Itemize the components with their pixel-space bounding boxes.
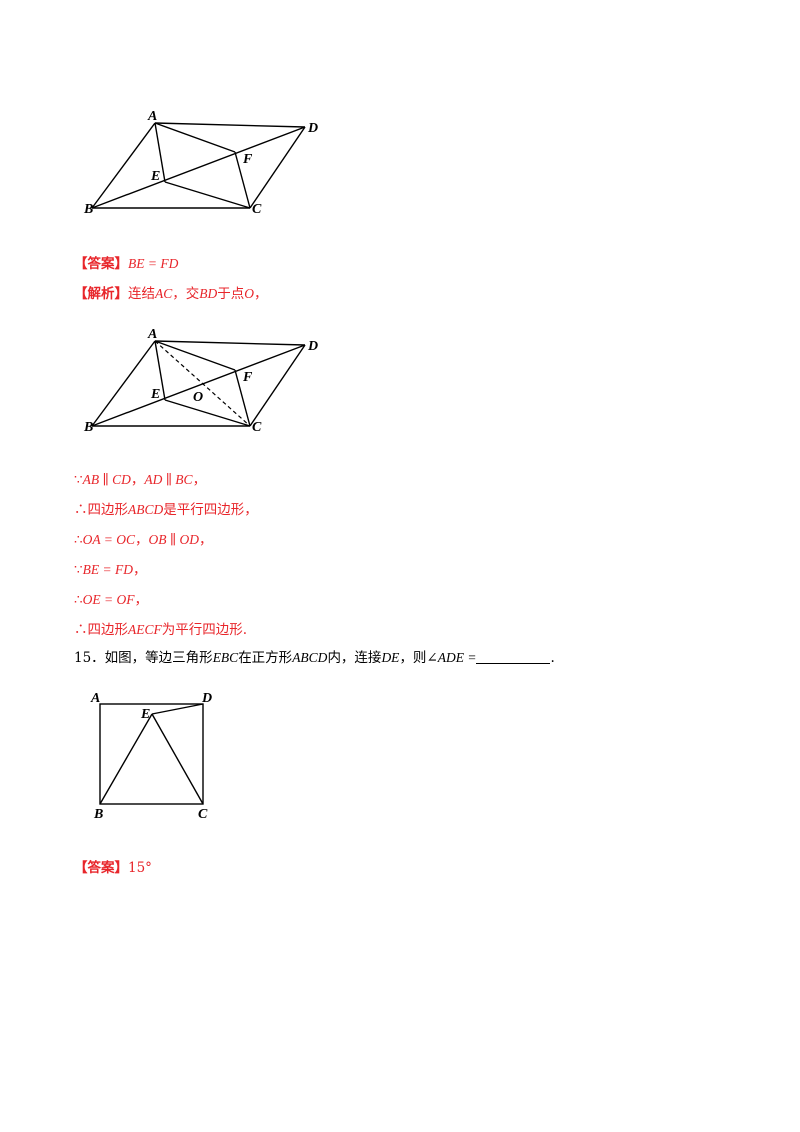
proof-step-4: ∵BE = FD， xyxy=(74,560,146,580)
answer-line-1: 【答案】BE = FD xyxy=(74,254,178,274)
answer-text: 15° xyxy=(128,860,152,876)
therefore-symbol: ∴ xyxy=(74,532,83,548)
answer-blank xyxy=(476,649,551,664)
figure-parallelogram-1: A D B C E F xyxy=(83,109,318,217)
therefore-symbol: ∴ xyxy=(74,622,88,638)
question-text: ，则 xyxy=(399,650,427,666)
answer-bracket: 【答案】 xyxy=(74,256,128,272)
label-d: D xyxy=(201,691,212,706)
label-b: B xyxy=(83,420,93,435)
label-e: E xyxy=(140,707,150,722)
label-o: O xyxy=(193,390,203,405)
label-b: B xyxy=(93,807,103,822)
step-text: 四边形 xyxy=(87,502,129,518)
proof-step-3: ∴OA = OC，OB ∥ OD， xyxy=(74,530,212,550)
label-e: E xyxy=(150,387,160,402)
step-text: ， xyxy=(198,532,213,548)
question-math: EBC xyxy=(212,650,239,665)
label-a: A xyxy=(90,691,100,706)
label-c: C xyxy=(252,420,262,435)
step-text: ， xyxy=(134,592,148,608)
question-text: 15．如图，等边三角形 xyxy=(74,650,213,666)
analysis-text: ，交 xyxy=(172,286,200,302)
step-math: ABCD xyxy=(128,502,164,517)
figure-parallelogram-2: A D B C E F O xyxy=(83,327,318,435)
analysis-line: 【解析】连结AC，交BD于点O， xyxy=(74,284,268,304)
label-e: E xyxy=(150,169,160,184)
step-text: 四边形 xyxy=(87,622,129,638)
label-c: C xyxy=(252,202,262,217)
analysis-text: 连结 xyxy=(128,286,155,302)
label-b: B xyxy=(83,202,93,217)
label-d: D xyxy=(307,339,318,354)
question-math: ∠ADE = xyxy=(426,650,477,665)
step-math: AD ∥ BC xyxy=(144,472,193,487)
label-a: A xyxy=(147,109,157,124)
step-math: OB ∥ OD xyxy=(148,532,199,547)
step-math: BE = FD xyxy=(82,562,133,577)
step-math: OE = OF xyxy=(82,592,135,607)
question-text: 内，连接 xyxy=(327,650,382,666)
label-c: C xyxy=(198,807,208,822)
step-text: ， xyxy=(130,472,145,488)
question-text: 在正方形 xyxy=(238,650,293,666)
proof-step-2: ∴四边形ABCD是平行四边形， xyxy=(74,500,258,520)
figure-square-triangle: A D E B C xyxy=(90,691,212,822)
analysis-math: O xyxy=(244,286,255,301)
step-math: AB ∥ CD xyxy=(82,472,131,487)
label-d: D xyxy=(307,121,318,136)
analysis-text: ， xyxy=(254,286,268,302)
step-text: 是平行四边形， xyxy=(163,502,258,518)
question-15: 15．如图，等边三角形EBC在正方形ABCD内，连接DE，则∠ADE =. xyxy=(74,648,555,668)
question-math: ABCD xyxy=(292,650,328,665)
step-text: 为平行四边形. xyxy=(161,622,248,638)
answer-line-2: 【答案】15° xyxy=(74,858,152,878)
proof-step-6: ∴四边形AECF为平行四边形. xyxy=(74,620,247,640)
because-symbol: ∵ xyxy=(74,562,83,578)
proof-step-5: ∴OE = OF， xyxy=(74,590,148,610)
answer-text: BE = FD xyxy=(128,256,179,271)
label-f: F xyxy=(242,152,253,167)
label-f: F xyxy=(242,370,253,385)
question-math: DE xyxy=(381,650,400,665)
proof-step-1: ∵AB ∥ CD，AD ∥ BC， xyxy=(74,470,206,490)
analysis-math: BD xyxy=(199,286,218,301)
analysis-text: 于点 xyxy=(217,286,245,302)
step-text: ， xyxy=(134,532,149,548)
step-text: ， xyxy=(132,562,147,578)
question-text: . xyxy=(550,650,555,666)
because-symbol: ∵ xyxy=(74,472,83,488)
therefore-symbol: ∴ xyxy=(74,502,88,518)
analysis-math: AC xyxy=(155,286,173,301)
answer-bracket: 【答案】 xyxy=(74,860,128,876)
step-math: AECF xyxy=(128,622,162,637)
step-text: ， xyxy=(192,472,207,488)
label-a: A xyxy=(147,327,157,342)
step-math: OA = OC xyxy=(82,532,135,547)
analysis-bracket: 【解析】 xyxy=(74,286,128,302)
therefore-symbol: ∴ xyxy=(74,592,83,608)
